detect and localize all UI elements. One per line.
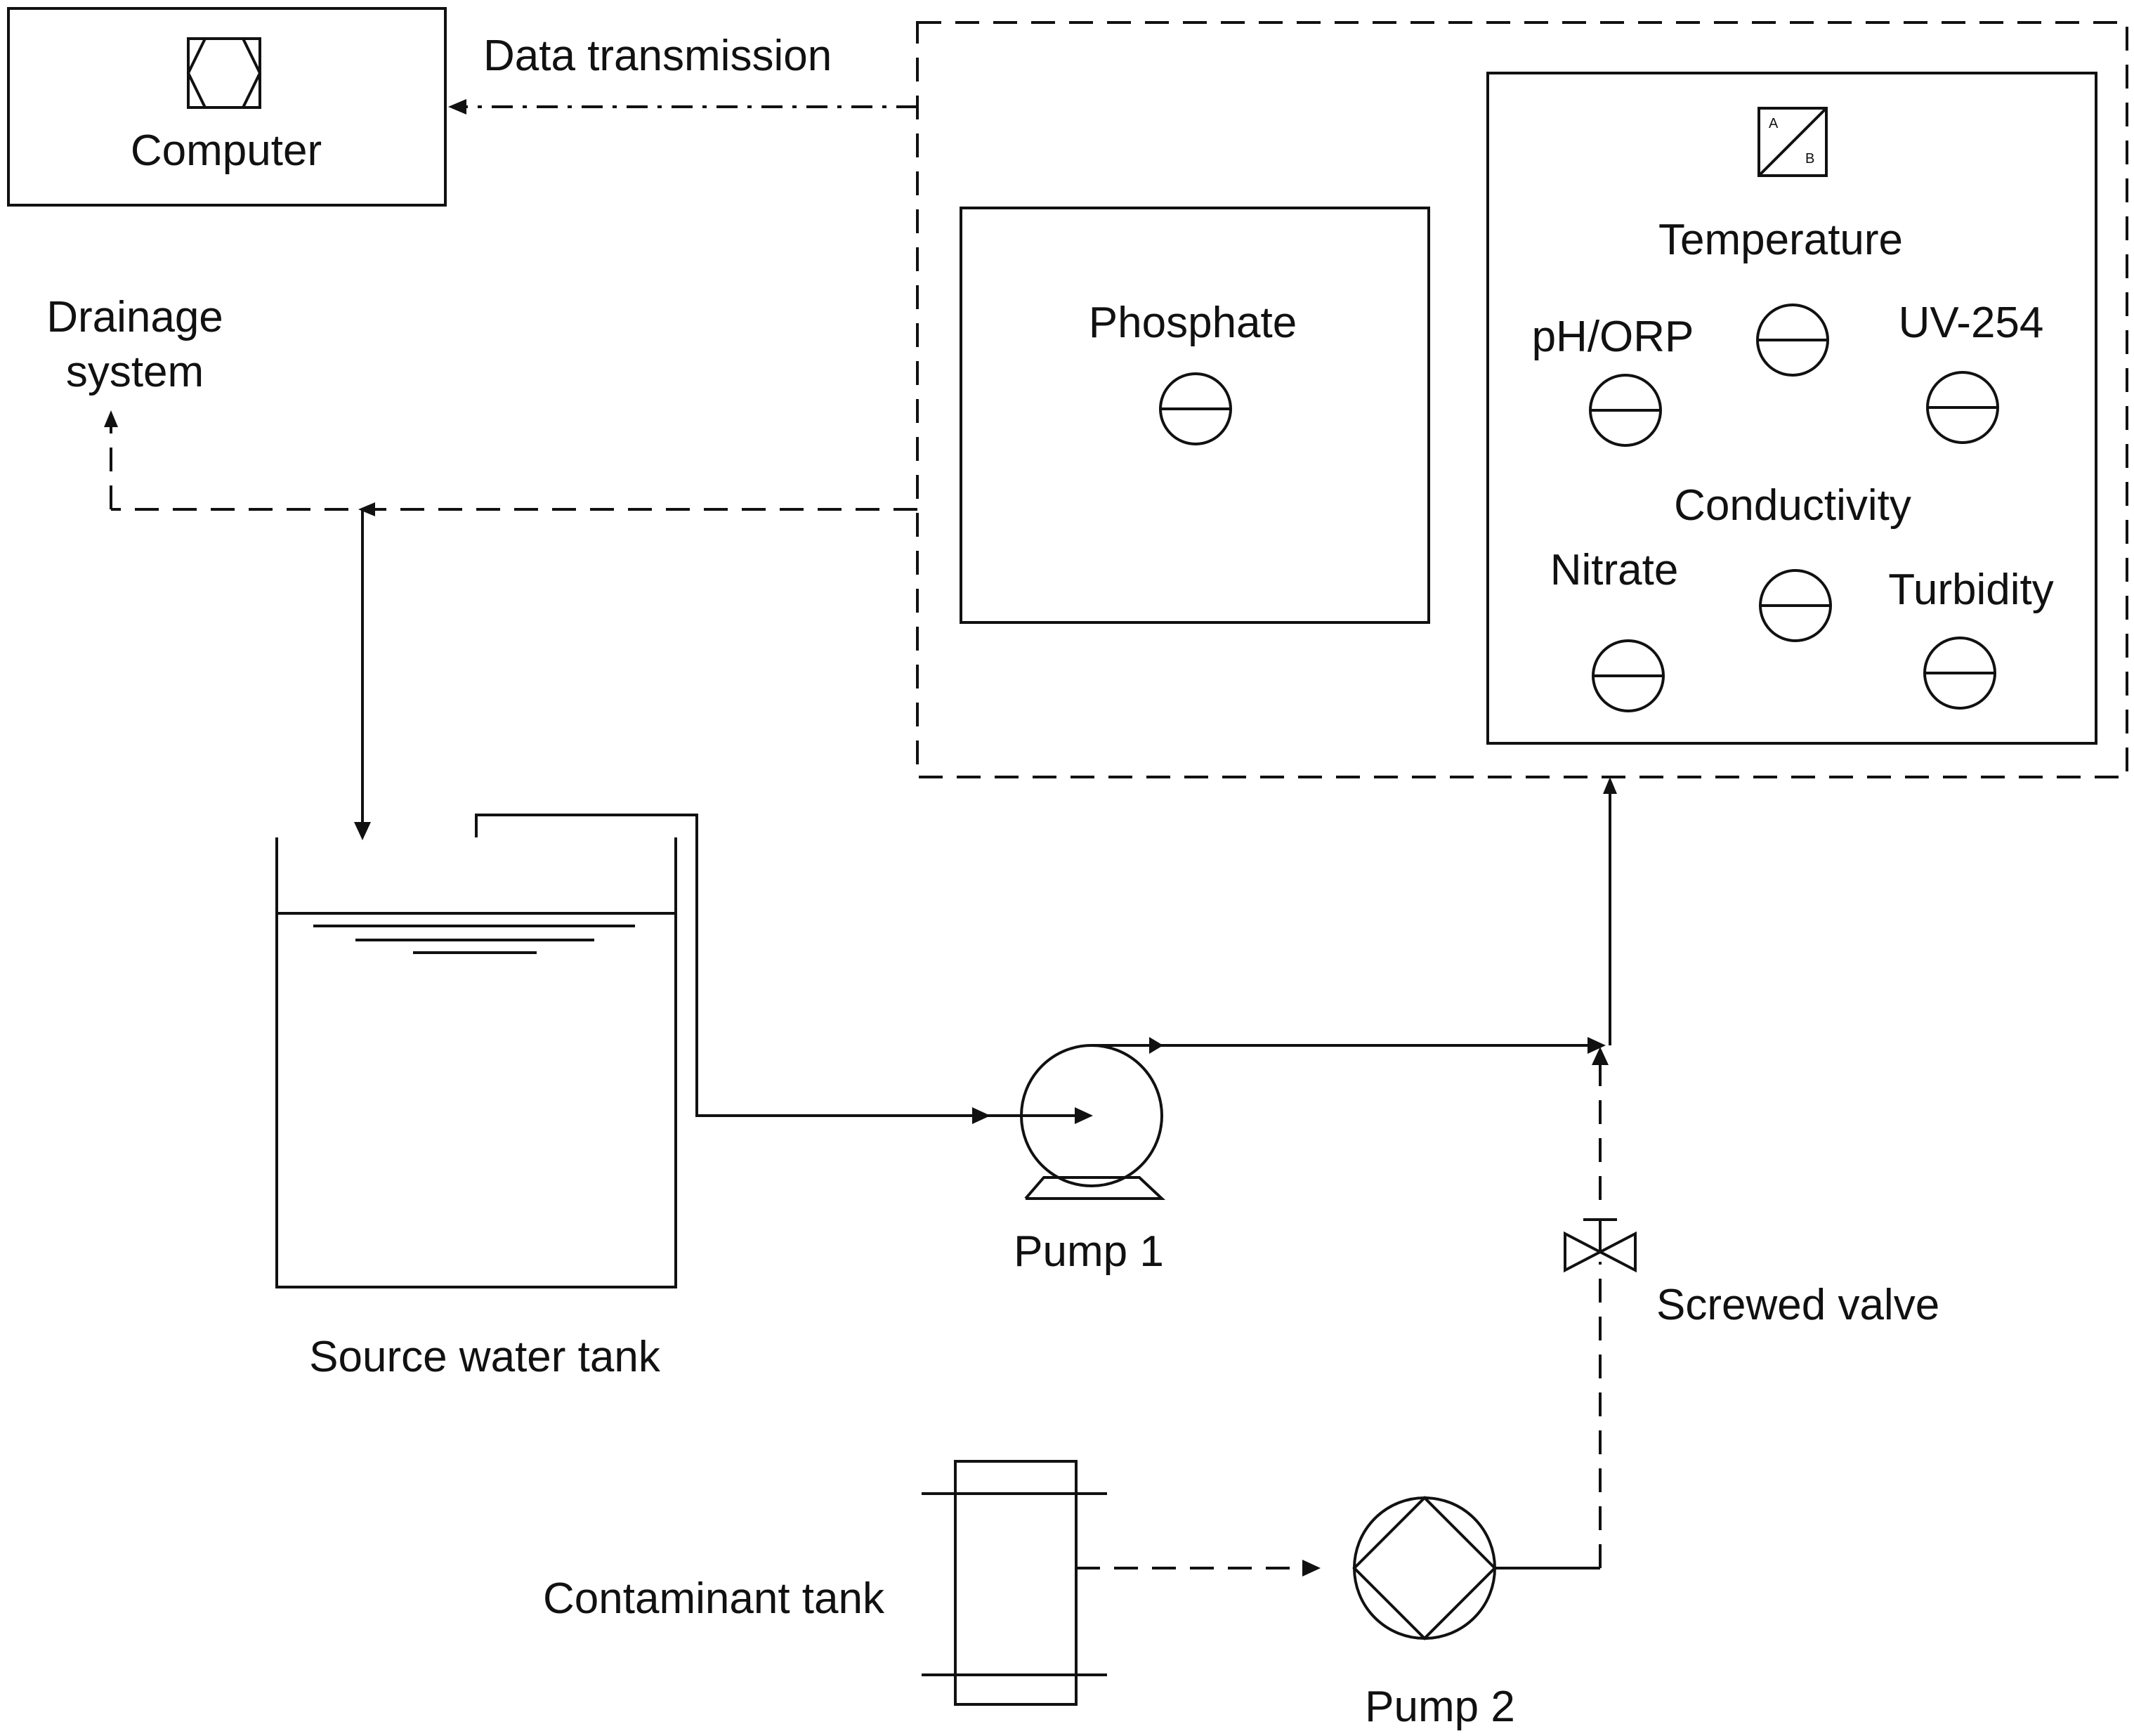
pump2-label: Pump 2 [1365,1683,1515,1731]
arrowhead-icon [448,99,466,115]
nitrate-sensor-icon [1592,639,1665,712]
contaminant-tank [922,1460,1107,1706]
converter-b-label: B [1805,151,1814,167]
drainage-label-line1: Drainage [46,293,223,341]
arrowhead-icon [358,502,375,516]
phosphate-frame [960,207,1430,624]
screwed-valve-icon [1564,1218,1637,1273]
arrowhead-icon [1603,777,1617,794]
arrowhead-icon [1302,1560,1321,1577]
nitrate-label: Nitrate [1550,546,1679,594]
diamond-pump-icon [1352,1496,1497,1640]
drainage-label-line2: system [66,348,204,396]
turbidity-label: Turbidity [1888,566,2053,614]
uv254-sensor-icon [1926,371,1999,444]
multi-parameter-frame [1486,72,2097,745]
computer-box: Computer [7,7,447,207]
computer-label: Computer [131,126,322,175]
pump1-label: Pump 1 [1014,1227,1164,1276]
phosphate-analyzer: Phosphate [960,207,1430,624]
tank-inlet-connector [354,509,371,840]
arrowhead-icon [354,822,371,840]
pump1-discharge-connector [1152,777,1617,1054]
conductivity-sensor-icon [1759,569,1832,642]
arrowhead-icon [104,410,118,427]
contaminant-tank-label: Contaminant tank [543,1574,885,1623]
contaminant-injection-connector [1495,1047,1609,1569]
source-water-tank [275,814,990,1288]
temperature-sensor-icon [1756,304,1829,377]
arrowhead-icon [1588,1037,1606,1054]
phosphate-sensor-icon [1159,372,1232,445]
a-b-converter-icon: A B [1757,107,1828,177]
contaminant-tank-body [954,1460,1078,1706]
drainage-return-connector [104,410,917,516]
arrowhead-icon [972,1107,990,1124]
turbidity-sensor-icon [1923,637,1996,710]
screwed-valve-label: Screwed valve [1656,1281,1939,1329]
source-water-tank-label: Source water tank [309,1333,661,1381]
monitoring-enclosure [916,21,2128,778]
data-transmission-connector [448,99,917,115]
hexagon-icon [186,37,262,109]
uv254-label: UV-254 [1899,299,2044,347]
phosphate-label: Phosphate [1089,299,1297,347]
conductivity-label: Conductivity [1674,481,1911,530]
data-transmission-label: Data transmission [483,32,832,80]
converter-a-label: A [1769,116,1779,131]
multi-parameter-panel: A B Temperature pH/ORP UV-254 Conductivi… [1486,72,2097,745]
ph-orp-sensor-icon [1589,374,1662,447]
ph-orp-label: pH/ORP [1532,313,1694,361]
centrifugal-pump-icon [983,1037,1166,1200]
arrowhead-icon [1592,1047,1609,1065]
temperature-label: Temperature [1658,216,1903,264]
contaminant-feed-connector [1076,1560,1321,1577]
